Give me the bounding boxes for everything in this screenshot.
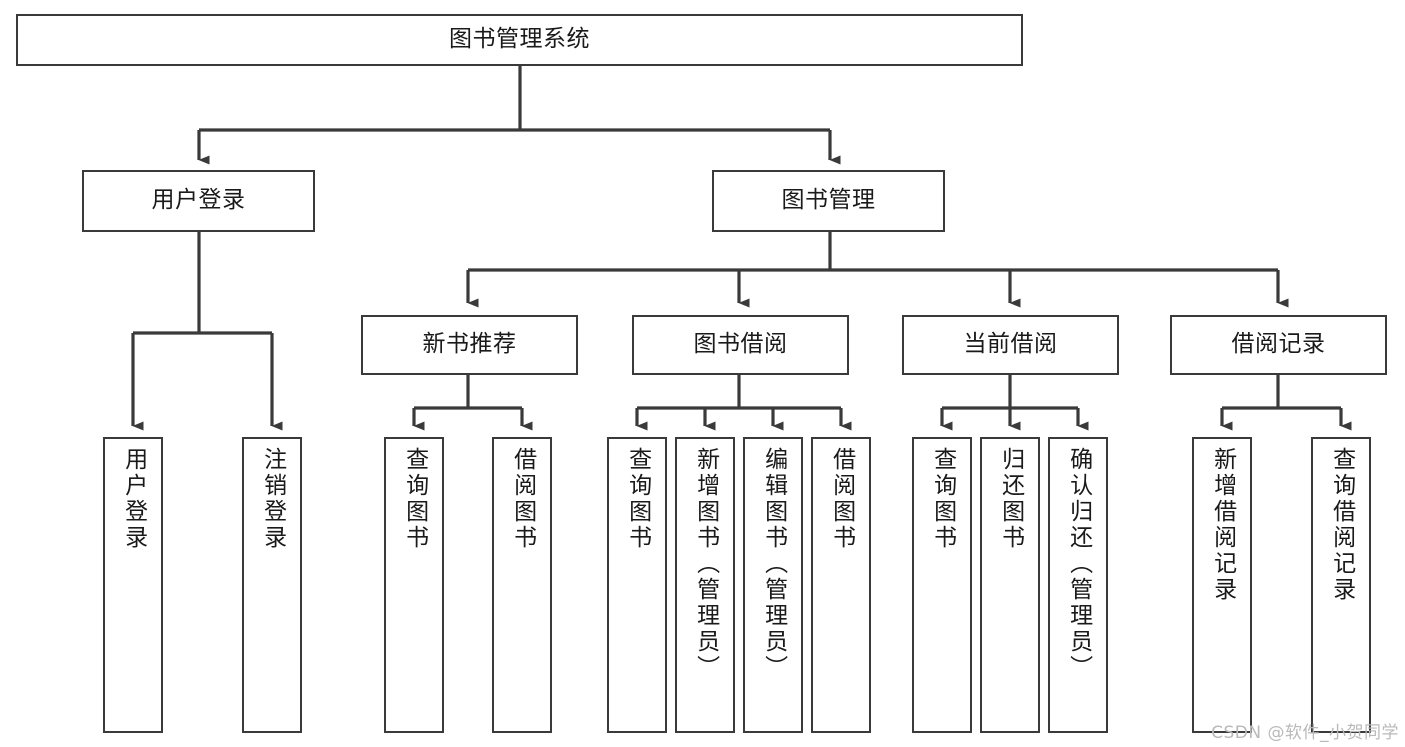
node-book-borrow-label: 图书借阅 [693, 331, 788, 358]
node-new-book-recommend[interactable]: 新书推荐 [361, 315, 578, 375]
node-root-label: 图书管理系统 [449, 26, 590, 53]
leaf-query-book-borrow-label: 查询图书 [624, 447, 651, 551]
node-borrow-record[interactable]: 借阅记录 [1170, 315, 1387, 375]
leaf-confirm-return-admin[interactable]: 确认归还（管理员） [1048, 437, 1108, 733]
csdn-watermark: CSDN @软件_小贺同学 [1211, 723, 1399, 743]
node-current-borrow-label: 当前借阅 [963, 331, 1058, 358]
leaf-query-book-current-label: 查询图书 [929, 447, 956, 551]
node-borrow-record-label: 借阅记录 [1231, 331, 1326, 358]
leaf-add-borrow-record[interactable]: 新增借阅记录 [1192, 437, 1252, 733]
node-book-management-label: 图书管理 [781, 187, 876, 214]
leaf-user-login[interactable]: 用户登录 [103, 437, 163, 733]
leaf-borrow-book[interactable]: 借阅图书 [811, 437, 871, 733]
leaf-query-book-recommend[interactable]: 查询图书 [384, 437, 444, 733]
node-current-borrow[interactable]: 当前借阅 [902, 315, 1119, 375]
leaf-logout-label: 注销登录 [259, 447, 286, 551]
leaf-confirm-return-admin-label: 确认归还（管理员） [1065, 447, 1092, 681]
leaf-add-borrow-record-label: 新增借阅记录 [1209, 447, 1236, 603]
leaf-query-book-current[interactable]: 查询图书 [912, 437, 972, 733]
node-book-borrow[interactable]: 图书借阅 [632, 315, 849, 375]
node-user-login[interactable]: 用户登录 [82, 170, 315, 232]
node-new-book-recommend-label: 新书推荐 [422, 331, 517, 358]
leaf-add-book-admin-label: 新增图书（管理员） [692, 447, 719, 681]
leaf-query-book-borrow[interactable]: 查询图书 [607, 437, 667, 733]
leaf-borrow-book-recommend[interactable]: 借阅图书 [492, 437, 552, 733]
leaf-return-book[interactable]: 归还图书 [980, 437, 1040, 733]
leaf-query-borrow-record[interactable]: 查询借阅记录 [1311, 437, 1371, 733]
leaf-borrow-book-recommend-label: 借阅图书 [509, 447, 536, 551]
leaf-query-borrow-record-label: 查询借阅记录 [1328, 447, 1355, 603]
node-root[interactable]: 图书管理系统 [16, 14, 1023, 66]
leaf-borrow-book-label: 借阅图书 [828, 447, 855, 551]
leaf-edit-book-admin[interactable]: 编辑图书（管理员） [743, 437, 803, 733]
leaf-return-book-label: 归还图书 [997, 447, 1024, 551]
leaf-query-book-recommend-label: 查询图书 [401, 447, 428, 551]
leaf-edit-book-admin-label: 编辑图书（管理员） [760, 447, 787, 681]
node-book-management[interactable]: 图书管理 [712, 170, 945, 232]
leaf-user-login-label: 用户登录 [120, 447, 147, 551]
node-user-login-label: 用户登录 [151, 187, 246, 214]
leaf-logout[interactable]: 注销登录 [242, 437, 302, 733]
leaf-add-book-admin[interactable]: 新增图书（管理员） [675, 437, 735, 733]
